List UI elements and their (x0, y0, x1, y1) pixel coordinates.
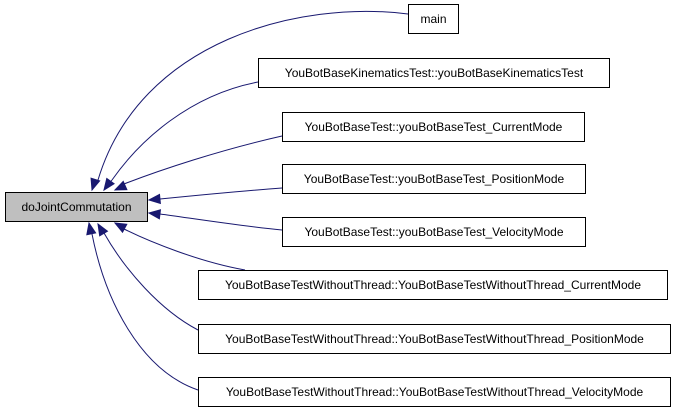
caller-node-box (198, 324, 671, 354)
caller-node-main[interactable]: main (408, 4, 459, 34)
caller-node-box (258, 58, 610, 88)
call-edges (86, 10, 409, 391)
caller-node-label: YouBotBaseTest::youBotBaseTest_VelocityM… (304, 225, 563, 239)
edge-kinematics (103, 81, 259, 191)
arrowhead-wt-velocity (86, 221, 97, 236)
arrowhead-wt-current (113, 222, 128, 234)
caller-node-box (282, 217, 586, 247)
arrowhead-wt-position (97, 222, 109, 237)
caller-node-label: YouBotBaseTestWithoutThread::YouBotBaseT… (226, 385, 644, 399)
graph-nodes: doJointCommutation mainYouBotBaseKinemati… (5, 4, 671, 407)
focus-node-label: doJointCommutation (21, 200, 131, 214)
caller-node-wt-velocity[interactable]: YouBotBaseTestWithoutThread::YouBotBaseT… (198, 377, 671, 407)
arrowhead-position (147, 193, 161, 205)
arrowhead-velocity (147, 209, 162, 220)
caller-node-current[interactable]: YouBotBaseTest::youBotBaseTest_CurrentMo… (282, 112, 585, 142)
arrowhead-kinematics (103, 177, 115, 192)
edge-wt-position (97, 223, 199, 331)
arrowhead-main (90, 177, 101, 192)
caller-node-wt-current[interactable]: YouBotBaseTestWithoutThread::YouBotBaseT… (198, 270, 668, 300)
caller-node-box (198, 270, 668, 300)
caller-node-box (282, 164, 586, 194)
caller-node-velocity[interactable]: YouBotBaseTest::youBotBaseTest_VelocityM… (282, 217, 586, 247)
focus-node[interactable]: doJointCommutation (5, 192, 148, 222)
focus-node-box (5, 192, 148, 222)
edge-wt-current (114, 222, 246, 271)
edge-velocity (148, 212, 283, 231)
edge-position (148, 187, 283, 201)
caller-node-label: main (420, 12, 446, 26)
caller-node-label: YouBotBaseKinematicsTest::youBotBaseKine… (285, 66, 584, 80)
caller-node-label: YouBotBaseTest::youBotBaseTest_CurrentMo… (305, 120, 563, 134)
caller-node-label: YouBotBaseTestWithoutThread::YouBotBaseT… (225, 278, 641, 292)
caller-node-box (408, 4, 459, 34)
caller-node-label: YouBotBaseTestWithoutThread::YouBotBaseT… (225, 332, 644, 346)
arrowhead-current (113, 180, 128, 191)
edge-main (91, 10, 409, 191)
caller-node-wt-position[interactable]: YouBotBaseTestWithoutThread::YouBotBaseT… (198, 324, 671, 354)
caller-node-kinematics[interactable]: YouBotBaseKinematicsTest::youBotBaseKine… (258, 58, 610, 88)
caller-node-position[interactable]: YouBotBaseTest::youBotBaseTest_PositionM… (282, 164, 586, 194)
edge-current (114, 135, 283, 191)
edge-wt-velocity (88, 222, 199, 391)
caller-node-box (198, 377, 671, 407)
caller-node-label: YouBotBaseTest::youBotBaseTest_PositionM… (304, 172, 565, 186)
caller-node-box (282, 112, 585, 142)
